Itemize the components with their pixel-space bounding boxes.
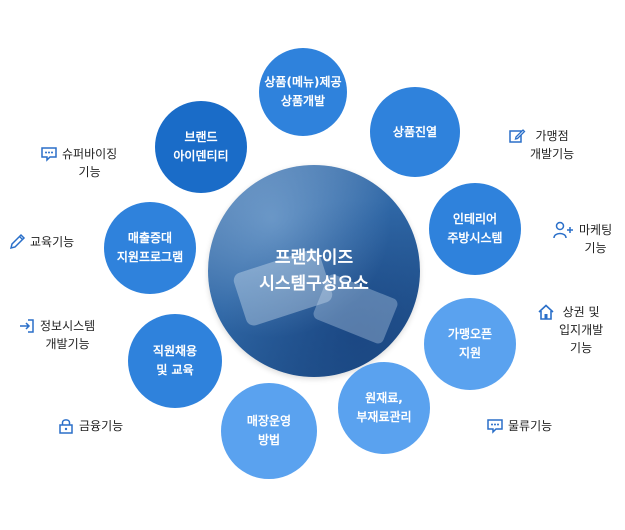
label-text: 상권 및 xyxy=(562,305,600,319)
label-text: 기능 xyxy=(584,241,607,255)
node-product-development: 상품(메뉴)제공 상품개발 xyxy=(259,48,347,136)
login-icon xyxy=(18,317,36,335)
node-materials-management: 원재료, 부재료관리 xyxy=(338,362,430,454)
home-icon xyxy=(537,303,555,321)
node-label: 부재료관리 xyxy=(356,410,412,424)
node-label: 방법 xyxy=(257,433,281,447)
label-text: 교육기능 xyxy=(30,235,75,249)
pencil-icon xyxy=(8,233,26,251)
node-label: 주방시스템 xyxy=(447,231,503,245)
node-label: 매출증대 xyxy=(127,231,173,245)
node-franchise-opening: 가맹오픈 지원 xyxy=(424,298,516,390)
label-logistics: 물류기능 xyxy=(486,417,552,435)
node-label: 상품(메뉴)제공 xyxy=(264,75,342,89)
node-brand-identity: 브랜드 아이덴티티 xyxy=(155,101,247,193)
label-text: 개발기능 xyxy=(530,147,575,161)
node-label: 인테리어 xyxy=(452,212,498,226)
label-supervising: 슈퍼바이징 기능 xyxy=(40,145,117,181)
label-text: 기능 xyxy=(78,165,101,179)
center-title-line1: 프랜차이즈 xyxy=(274,248,354,268)
message-icon xyxy=(486,417,504,435)
node-interior-kitchen: 인테리어 주방시스템 xyxy=(429,183,521,275)
node-staff-hiring: 직원채용 및 교육 xyxy=(128,314,222,408)
node-sales-program: 매출증대 지원프로그램 xyxy=(104,202,196,294)
node-store-operation: 매장운영 방법 xyxy=(221,383,317,479)
node-product-display: 상품진열 xyxy=(370,87,460,177)
node-label: 직원채용 xyxy=(152,344,198,358)
node-label: 및 교육 xyxy=(156,363,194,377)
label-text: 금융기능 xyxy=(79,419,124,433)
node-label: 상품진열 xyxy=(392,124,438,139)
label-text: 입지개발 xyxy=(559,323,604,337)
user-add-icon xyxy=(553,221,575,239)
edit-icon xyxy=(508,127,526,145)
label-info-system: 정보시스템 개발기능 xyxy=(18,317,95,353)
label-text: 물류기능 xyxy=(508,419,553,433)
chat-icon xyxy=(40,145,58,163)
label-text: 개발기능 xyxy=(45,337,90,351)
label-commercial-area: 상권 및 입지개발 기능 xyxy=(537,303,603,357)
node-label: 지원프로그램 xyxy=(116,250,184,264)
label-text: 슈퍼바이징 xyxy=(62,147,118,161)
center-title-line2: 시스템구성요소 xyxy=(259,274,369,294)
node-label: 원재료, xyxy=(365,391,403,405)
node-label: 매장운영 xyxy=(246,414,292,428)
label-finance: 금융기능 xyxy=(57,417,123,435)
label-education: 교육기능 xyxy=(8,233,74,251)
label-text: 기능 xyxy=(570,341,593,355)
label-text: 정보시스템 xyxy=(40,319,96,333)
lock-icon xyxy=(57,417,75,435)
label-marketing: 마케팅 기능 xyxy=(553,221,612,257)
node-label: 브랜드 xyxy=(184,130,218,144)
node-label: 지원 xyxy=(458,346,482,360)
label-text: 가맹점 xyxy=(535,129,569,143)
center-circle: 프랜차이즈 시스템구성요소 xyxy=(208,165,420,377)
node-label: 아이덴티티 xyxy=(173,149,229,163)
label-franchise-development: 가맹점 개발기능 xyxy=(508,127,574,163)
label-text: 마케팅 xyxy=(579,223,613,237)
node-label: 상품개발 xyxy=(280,94,326,108)
node-label: 가맹오픈 xyxy=(447,327,493,341)
